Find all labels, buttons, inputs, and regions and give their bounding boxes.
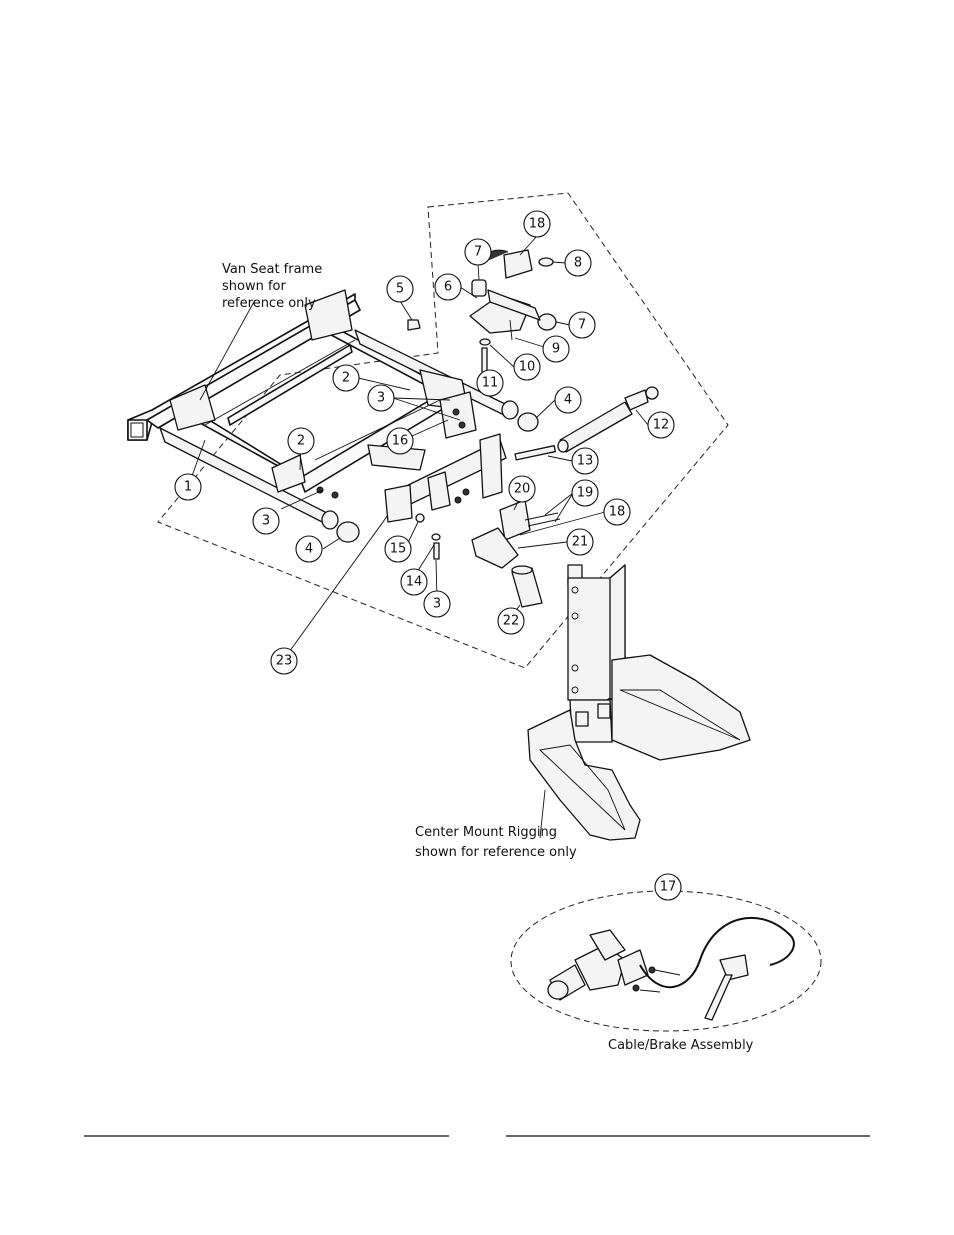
callout-5: 5 xyxy=(386,275,414,303)
callout-12: 12 xyxy=(647,411,675,439)
callout-13: 13 xyxy=(571,447,599,475)
callout-19: 19 xyxy=(571,479,599,507)
svg-text:4: 4 xyxy=(564,393,572,408)
callout-3-top: 3 xyxy=(367,384,395,412)
svg-text:18: 18 xyxy=(529,217,546,232)
svg-text:13: 13 xyxy=(577,454,594,469)
callout-14: 14 xyxy=(400,568,428,596)
svg-text:22: 22 xyxy=(503,614,520,629)
center-mount-note: Center Mount Rigging shown for reference… xyxy=(415,825,577,860)
svg-text:11: 11 xyxy=(482,376,499,391)
callout-7-left: 7 xyxy=(464,238,492,266)
cable-brake-label: Cable/Brake Assembly xyxy=(608,1038,754,1053)
svg-text:reference only: reference only xyxy=(222,296,316,311)
cable-brake-boundary xyxy=(510,890,822,1032)
center-mount-rigging xyxy=(527,564,751,841)
svg-text:shown for: shown for xyxy=(222,279,287,294)
svg-text:9: 9 xyxy=(552,342,560,357)
svg-text:3: 3 xyxy=(433,597,441,612)
leader-lines xyxy=(187,235,649,839)
cable-brake-assembly xyxy=(547,916,795,1021)
callout-6: 6 xyxy=(434,273,462,301)
svg-text:3: 3 xyxy=(262,514,270,529)
callout-7-right: 7 xyxy=(568,311,596,339)
callout-3-bottom: 3 xyxy=(423,590,451,618)
svg-text:Van Seat frame: Van Seat frame xyxy=(222,262,322,277)
callout-16: 16 xyxy=(386,427,414,455)
callouts: 18 8 7 6 5 7 9 10 11 2 3 4 12 16 2 13 1 … xyxy=(174,210,682,901)
callout-4-right: 4 xyxy=(554,386,582,414)
callout-10: 10 xyxy=(513,353,541,381)
callout-20: 20 xyxy=(508,475,536,503)
svg-text:12: 12 xyxy=(653,418,670,433)
callout-1: 1 xyxy=(174,473,202,501)
svg-text:3: 3 xyxy=(377,391,385,406)
callout-21: 21 xyxy=(566,528,594,556)
svg-text:1: 1 xyxy=(184,480,192,495)
callout-18-top: 18 xyxy=(523,210,551,238)
svg-text:2: 2 xyxy=(297,434,305,449)
svg-text:7: 7 xyxy=(578,318,586,333)
callout-23: 23 xyxy=(270,647,298,675)
svg-text:16: 16 xyxy=(392,434,409,449)
callout-2-top: 2 xyxy=(332,364,360,392)
callout-17: 17 xyxy=(654,873,682,901)
svg-text:20: 20 xyxy=(514,482,531,497)
callout-11: 11 xyxy=(476,369,504,397)
callout-3-left: 3 xyxy=(252,507,280,535)
svg-text:21: 21 xyxy=(572,535,589,550)
svg-text:7: 7 xyxy=(474,245,482,260)
callout-22: 22 xyxy=(497,607,525,635)
svg-text:shown for reference only: shown for reference only xyxy=(415,845,577,860)
svg-text:6: 6 xyxy=(444,280,452,295)
svg-text:14: 14 xyxy=(406,575,423,590)
mount-parts xyxy=(336,249,659,608)
svg-text:19: 19 xyxy=(577,486,594,501)
svg-text:4: 4 xyxy=(305,542,313,557)
callout-18-mid: 18 xyxy=(603,498,631,526)
callout-8: 8 xyxy=(564,249,592,277)
svg-text:8: 8 xyxy=(574,256,582,271)
callout-2-left: 2 xyxy=(287,427,315,455)
van-seat-note: Van Seat frame shown for reference only xyxy=(222,262,322,311)
svg-text:17: 17 xyxy=(660,880,677,895)
van-seat-frame xyxy=(127,289,519,530)
svg-text:Center Mount Rigging: Center Mount Rigging xyxy=(415,825,557,840)
callout-9: 9 xyxy=(542,335,570,363)
svg-text:15: 15 xyxy=(390,542,407,557)
svg-text:18: 18 xyxy=(609,505,626,520)
callout-4-left: 4 xyxy=(295,535,323,563)
callout-15: 15 xyxy=(384,535,412,563)
svg-text:10: 10 xyxy=(519,360,536,375)
svg-text:5: 5 xyxy=(396,282,404,297)
svg-text:2: 2 xyxy=(342,371,350,386)
svg-text:23: 23 xyxy=(276,654,293,669)
